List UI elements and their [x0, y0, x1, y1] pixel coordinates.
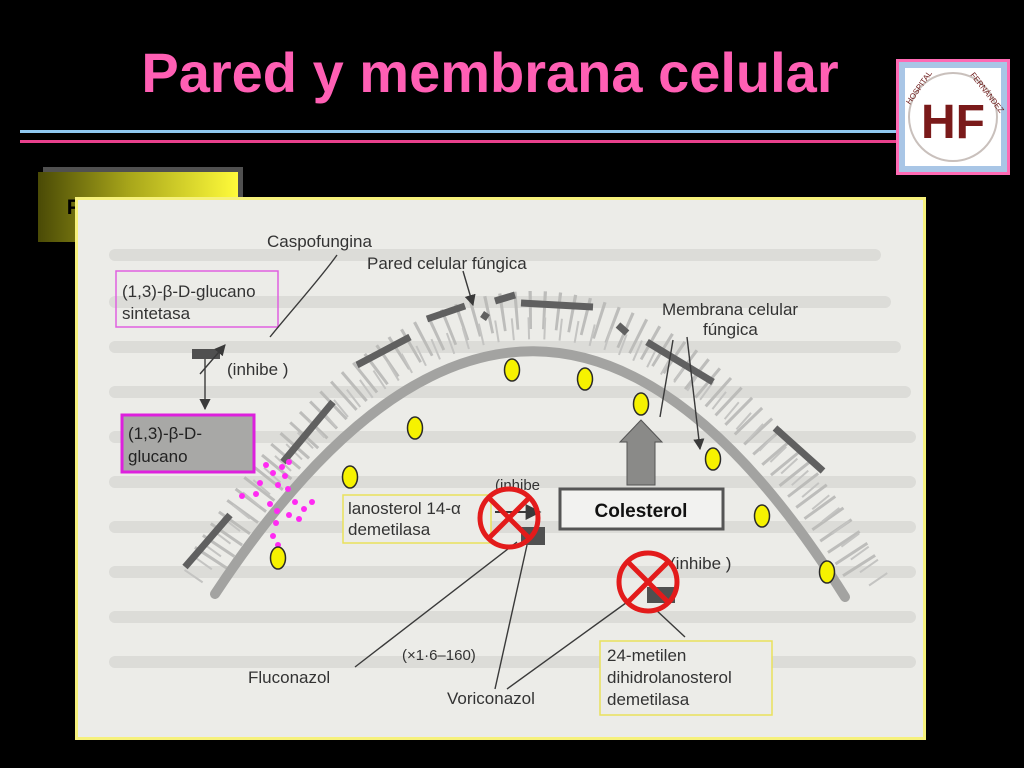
colesterol-box: [558, 487, 725, 531]
glucano-box: [120, 413, 256, 474]
glucan-particles: [239, 459, 315, 548]
pointer-lines: [199, 254, 705, 690]
factor-label: (×1·6–160): [402, 647, 476, 664]
colesterol-label: Colesterol: [595, 501, 688, 522]
glucan-synthase-label-1: (1,3)-β-D-glucano: [122, 282, 256, 301]
slide-title: Pared y membrana celular: [141, 41, 839, 104]
outer-wall-segments: [182, 291, 826, 570]
glucan-synthase-block: [192, 349, 220, 359]
glucan-synthase-label-2: sintetasa: [122, 304, 191, 323]
lanosterol-label-2: demetilasa: [348, 520, 431, 539]
sterol-markers: [269, 358, 836, 584]
glucano-label-1: (1,3)-β-D-: [128, 424, 202, 443]
title-rule-blue: [20, 130, 898, 133]
cell-wall-diagram: (1,3)-β-D-glucano sintetasa Caspofungina…: [75, 197, 926, 740]
membrana-label-2: fúngica: [703, 320, 758, 339]
metilen-box: [599, 640, 773, 716]
metilen-label-3: demetilasa: [607, 690, 690, 709]
metilen-label-2: dihidrolanosterol: [607, 668, 732, 687]
glucan-synthase-box: [115, 270, 279, 328]
inhibe-label-metilen: (inhibe ): [670, 554, 731, 573]
up-arrow: [618, 419, 664, 486]
caspofungina-label: Caspofungina: [267, 232, 372, 251]
voriconazol-label: Voriconazol: [447, 689, 535, 708]
title-rule-pink: [20, 140, 898, 143]
glucano-label-2: glucano: [128, 447, 188, 466]
faint-background-text: [109, 249, 916, 668]
logo-monogram: HF: [921, 96, 985, 149]
inhibe-label-caspofungina: (inhibe ): [227, 360, 288, 379]
hospital-logo: HOSPITAL FERNÁNDEZ HF: [896, 59, 1010, 175]
fluconazol-label: Fluconazol: [248, 668, 330, 687]
lanosterol-box: [342, 494, 492, 544]
prohibition-icon: [616, 550, 680, 614]
metilen-label-1: 24-metilen: [607, 646, 686, 665]
pared-celular-label: Pared celular fúngica: [367, 254, 527, 273]
prohibition-icon: [477, 486, 541, 550]
lanosterol-label-1: lanosterol 14-α: [348, 499, 461, 518]
membrana-label-1: Membrana celular: [662, 300, 798, 319]
fungal-membrane-arc: [210, 346, 850, 602]
